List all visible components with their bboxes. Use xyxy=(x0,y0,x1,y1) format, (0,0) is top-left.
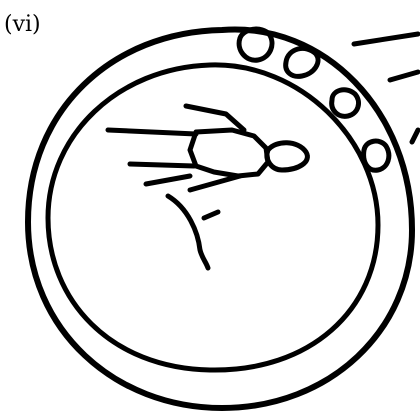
incoming-line-3 xyxy=(412,130,418,142)
sketch-head xyxy=(267,143,307,170)
sketch-leg xyxy=(168,196,208,268)
vesicle-4 xyxy=(364,141,389,170)
sketch-tail-line-2 xyxy=(130,164,194,166)
sketch-top-stroke xyxy=(186,106,244,130)
sketch-body xyxy=(190,130,268,176)
vesicle-2 xyxy=(286,48,318,76)
sketch-small-dash xyxy=(204,212,218,218)
panel-label: (vi) xyxy=(4,14,41,36)
incoming-line-1 xyxy=(354,34,418,44)
vesicle-3 xyxy=(332,90,359,117)
sketch-tail-line-3 xyxy=(146,176,190,184)
sketch-lower-stroke xyxy=(190,176,240,190)
sketch-tail-line-1 xyxy=(108,130,196,134)
outer-circle xyxy=(28,29,412,408)
incoming-line-2 xyxy=(390,72,418,80)
